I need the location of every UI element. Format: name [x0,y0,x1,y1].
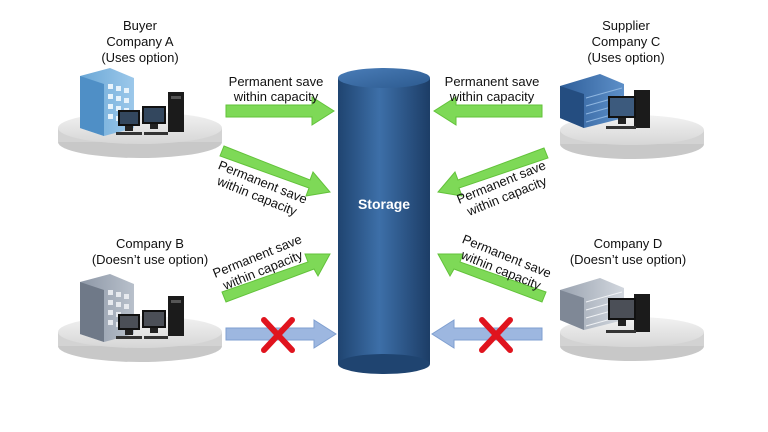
company-d-label: Company D [593,236,663,251]
company-a-note: (Uses option) [101,50,179,65]
company-d-note: (Doesn’t use option) [569,252,687,267]
supplier-role-label: Supplier [602,18,650,33]
arrow-c-label: Permanent save within capacity [444,74,540,104]
storage-cylinder [338,68,430,374]
arrow-b-to-storage [221,253,331,303]
company-b-note: (Doesn’t use option) [91,252,209,267]
company-a-label: Company A [106,34,174,49]
buyer-group: Buyer Company A (Uses option) [88,18,192,66]
arrow-d-to-storage [437,253,547,303]
company-b-group: Company B (Doesn’t use option) [78,236,222,268]
storage-label: Storage [357,196,411,212]
supplier-group: Supplier Company C (Uses option) [574,18,678,66]
company-b-label: Company B [116,236,184,251]
cross-b-icon [261,317,295,353]
computers-company-b-icon [116,296,184,339]
company-c-note: (Uses option) [587,50,665,65]
cross-d-icon [479,317,513,353]
computer-company-d-icon [606,294,650,333]
computer-company-c-icon [606,90,650,129]
company-c-label: Company C [591,34,661,49]
company-d-group: Company D (Doesn’t use option) [556,236,700,268]
arrow-c-to-storage [433,96,543,126]
arrow-c-diag-to-storage [437,147,549,197]
arrow-a-label: Permanent save within capacity [228,74,324,104]
arrow-a-diag-to-storage [219,145,331,197]
arrow-d-blocked [431,319,543,349]
computers-company-a-icon [116,92,184,135]
buyer-role-label: Buyer [123,18,157,33]
arrow-a-to-storage [225,96,335,126]
